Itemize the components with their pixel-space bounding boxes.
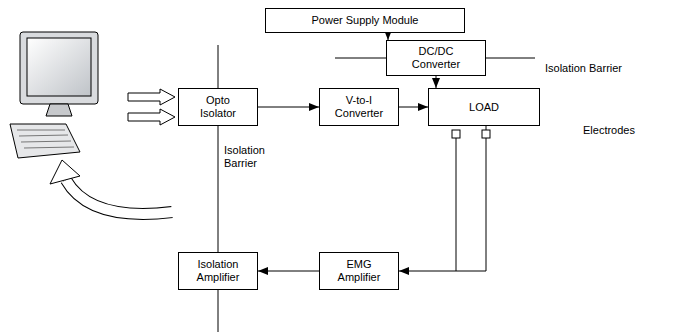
barrier-label: Isolation Barrier	[545, 62, 622, 75]
curved-arrow-head	[50, 160, 80, 184]
signal-connector	[258, 107, 319, 108]
box-label: Power Supply Module	[311, 14, 418, 27]
signal-connector	[436, 76, 437, 88]
monitor-stand	[46, 104, 72, 116]
amplifier-box: Isolation Amplifier	[178, 252, 258, 290]
isolator-box: Opto Isolator	[178, 88, 258, 126]
load-box: LOAD	[428, 88, 540, 126]
signal-connector	[258, 271, 319, 272]
curved-arrow-fill	[66, 180, 173, 214]
curved-feedback-arrow	[50, 160, 173, 214]
converter-box: V-to-I Converter	[319, 88, 399, 126]
signal-connector	[399, 107, 428, 108]
monitor-screen	[27, 38, 91, 96]
keyboard-keys	[17, 130, 74, 148]
converter-box: DC/DC Converter	[386, 40, 486, 76]
hollow-arrow	[128, 109, 175, 125]
amplifier-box: EMG Amplifier	[319, 252, 399, 290]
electrode-pad	[482, 130, 490, 138]
box-label: DC/DC Converter	[406, 45, 466, 71]
curved-arrow-outline	[66, 180, 172, 214]
power-supply-box: Power Supply Module	[265, 8, 465, 33]
box-label: V-to-I Converter	[329, 94, 389, 120]
connector-layer	[258, 33, 486, 271]
hollow-arrow	[128, 89, 175, 105]
signal-connector	[399, 126, 486, 271]
electrode-wire	[456, 138, 457, 271]
electrodes-label: Electrodes	[583, 124, 635, 137]
box-label: EMG Amplifier	[329, 258, 389, 284]
box-label: LOAD	[469, 101, 499, 114]
computer-icon	[10, 32, 98, 158]
box-label: Opto Isolator	[188, 94, 248, 120]
barrier-label: Isolation Barrier	[224, 144, 279, 170]
box-label: Isolation Amplifier	[188, 258, 248, 284]
signal-connector	[388, 33, 389, 40]
keyboard	[10, 124, 80, 158]
monitor-body	[20, 32, 98, 104]
electrode-pad	[452, 130, 460, 138]
